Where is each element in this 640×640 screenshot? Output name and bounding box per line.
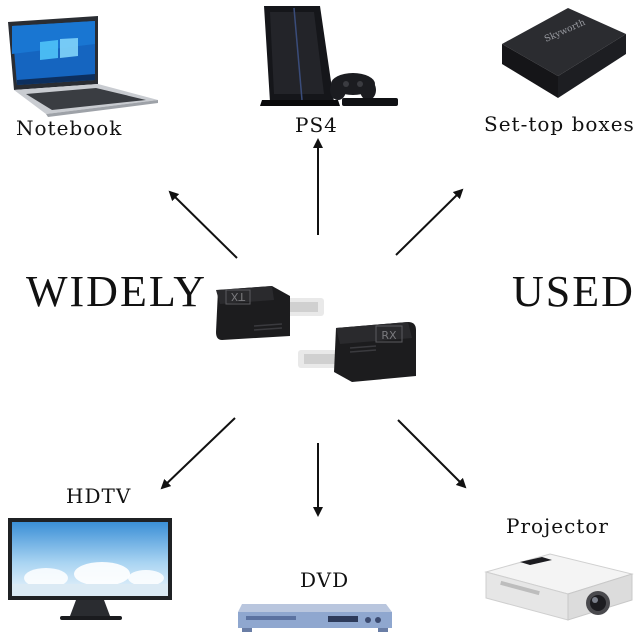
tx-adapter: TX bbox=[216, 286, 324, 340]
hdmi-adapters-image: TX RX bbox=[216, 286, 416, 382]
tx-text: TX bbox=[230, 290, 246, 303]
settop-box-image: Skyworth bbox=[502, 8, 626, 98]
dvd-label: DVD bbox=[300, 568, 350, 592]
arrow-to-settop bbox=[395, 188, 464, 256]
arrow-to-notebook bbox=[168, 190, 238, 259]
hdtv-label: HDTV bbox=[66, 484, 132, 508]
rx-adapter: RX bbox=[298, 322, 416, 382]
ps4-label: PS4 bbox=[295, 113, 338, 137]
projector-image bbox=[484, 553, 634, 621]
headline-used: USED bbox=[512, 267, 635, 316]
arrow-to-projector bbox=[397, 419, 467, 489]
notebook-label: Notebook bbox=[16, 116, 123, 140]
headline-widely: WIDELY bbox=[26, 267, 208, 316]
ps4-image bbox=[260, 6, 398, 106]
notebook-image bbox=[8, 16, 158, 117]
hdtv-image bbox=[8, 518, 172, 620]
projector-label: Projector bbox=[506, 514, 609, 538]
dvd-image bbox=[238, 604, 392, 632]
settop-label: Set-top boxes bbox=[484, 112, 635, 136]
arrow-to-hdtv bbox=[160, 417, 236, 490]
rx-text: RX bbox=[381, 329, 397, 342]
